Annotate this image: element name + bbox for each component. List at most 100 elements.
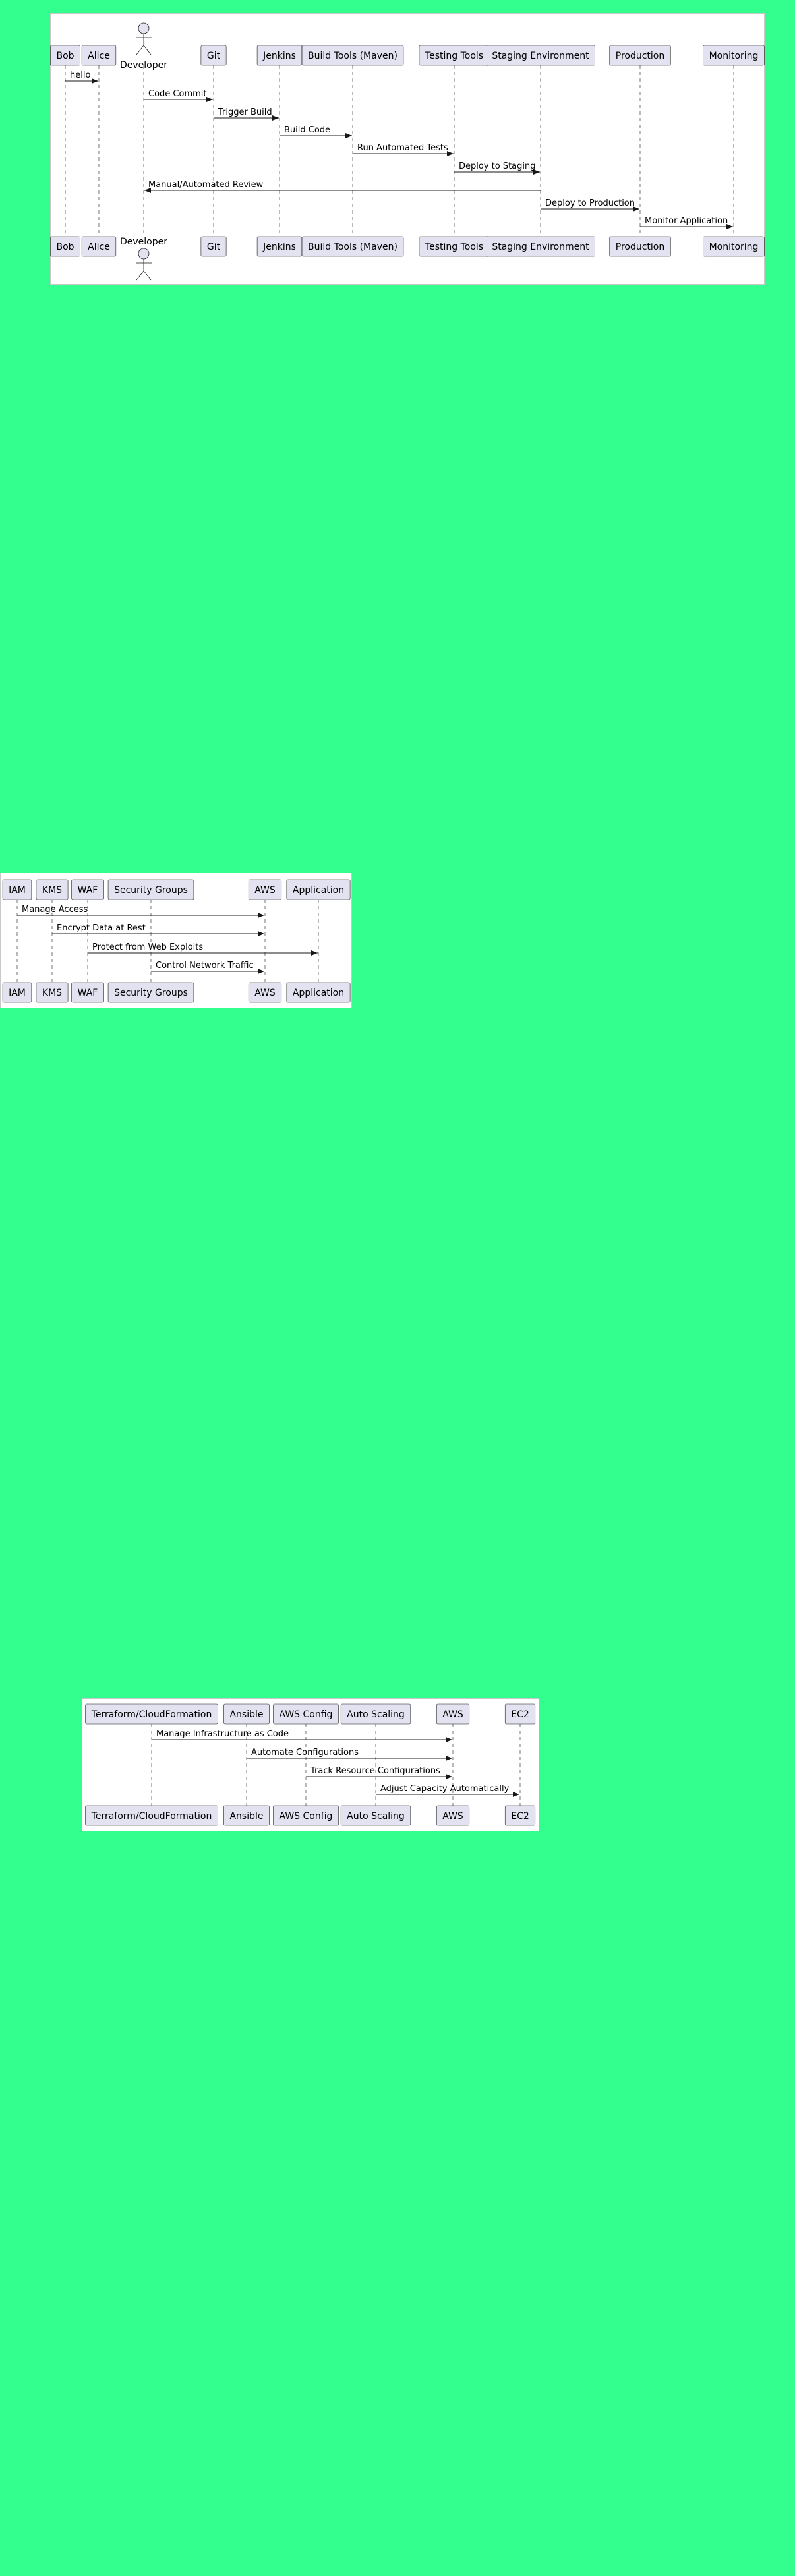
message-label: Manage Access <box>22 905 88 915</box>
participant-label: Build Tools (Maven) <box>308 242 398 252</box>
participant-kms-bottom: KMS <box>36 982 69 1003</box>
participant-label: Ansible <box>229 1709 263 1720</box>
participant-auto-scaling-bottom: Auto Scaling <box>340 1805 411 1826</box>
participant-label: Jenkins <box>262 51 296 61</box>
message-trigger-build: Trigger Build <box>214 107 279 121</box>
participant-label: AWS <box>254 885 276 896</box>
message-adjust-capacity-automatically: Adjust Capacity Automatically <box>376 1784 519 1797</box>
participant-label: IAM <box>9 885 26 896</box>
message-manage-infrastructure-as-code: Manage Infrastructure as Code <box>152 1729 452 1742</box>
participant-monitoring-bottom: Monitoring <box>703 236 765 257</box>
actor-developer-top: Developer <box>120 22 167 71</box>
participant-ansible-bottom: Ansible <box>223 1805 270 1826</box>
participant-application-bottom: Application <box>286 982 351 1003</box>
message-manual-automated-review: Manual/Automated Review <box>144 180 541 193</box>
participant-label: Bob <box>56 242 74 252</box>
participant-terraform-cloudformation-bottom: Terraform/CloudFormation <box>85 1805 218 1826</box>
participant-label: AWS Config <box>280 1811 333 1821</box>
participant-waf-bottom: WAF <box>71 982 104 1003</box>
participant-label: Monitoring <box>709 51 759 61</box>
participant-label: Alice <box>88 242 110 252</box>
message-protect-from-web-exploits: Protect from Web Exploits <box>88 942 318 956</box>
participant-label: EC2 <box>511 1709 529 1720</box>
participant-iam-bottom: IAM <box>2 982 32 1003</box>
participant-label: Build Tools (Maven) <box>308 51 398 61</box>
participant-git-top: Git <box>200 45 227 66</box>
participant-label: KMS <box>42 885 62 896</box>
message-label: Control Network Traffic <box>156 961 254 971</box>
participant-auto-scaling-top: Auto Scaling <box>340 1703 411 1725</box>
message-control-network-traffic: Control Network Traffic <box>151 961 264 974</box>
message-label: Protect from Web Exploits <box>92 942 203 952</box>
participant-label: AWS Config <box>280 1709 333 1720</box>
participant-production-bottom: Production <box>609 236 671 257</box>
participant-staging-environment-bottom: Staging Environment <box>486 236 595 257</box>
participant-terraform-cloudformation-top: Terraform/CloudFormation <box>85 1703 218 1725</box>
message-label: Manual/Automated Review <box>148 180 264 190</box>
message-encrypt-data-at-rest: Encrypt Data at Rest <box>52 923 264 936</box>
message-deploy-to-production: Deploy to Production <box>541 198 639 212</box>
participant-testing-tools-bottom: Testing Tools <box>419 236 490 257</box>
participant-label: Staging Environment <box>492 51 589 61</box>
actor-label: Developer <box>120 237 167 247</box>
participant-label: Production <box>616 242 664 252</box>
message-manage-access: Manage Access <box>17 905 264 918</box>
message-label: hello <box>70 71 90 80</box>
participant-label: WAF <box>78 885 98 896</box>
participant-label: Git <box>207 51 221 61</box>
participant-label: Testing Tools <box>425 242 483 252</box>
participant-label: IAM <box>9 988 26 998</box>
participant-label: Git <box>207 242 221 252</box>
message-track-resource-configurations: Track Resource Configurations <box>306 1766 452 1779</box>
message-code-commit: Code Commit <box>144 89 213 102</box>
message-hello: hello <box>65 71 98 84</box>
diagram-canvas: Terraform/CloudFormationTerraform/CloudF… <box>85 1703 536 1826</box>
participant-label: KMS <box>42 988 62 998</box>
participant-aws-top: AWS <box>248 879 282 900</box>
participant-bob-top: Bob <box>50 45 80 66</box>
message-monitor-application: Monitor Application <box>640 216 733 229</box>
participant-aws-config-bottom: AWS Config <box>273 1805 339 1826</box>
participant-label: Terraform/CloudFormation <box>91 1709 212 1720</box>
message-run-automated-tests: Run Automated Tests <box>353 143 454 156</box>
participant-label: Ansible <box>229 1811 263 1821</box>
message-label: Run Automated Tests <box>357 143 448 153</box>
participant-label: Application <box>293 988 344 998</box>
participant-staging-environment-top: Staging Environment <box>486 45 595 66</box>
participant-label: EC2 <box>511 1811 529 1821</box>
participant-aws-bottom: AWS <box>436 1805 470 1826</box>
participant-alice-top: Alice <box>81 45 117 66</box>
message-label: Deploy to Staging <box>459 161 536 171</box>
participant-ec2-top: EC2 <box>504 1703 536 1725</box>
message-label: Deploy to Production <box>545 198 635 208</box>
participant-label: Monitoring <box>709 242 759 252</box>
participant-label: Jenkins <box>262 242 296 252</box>
participant-label: AWS <box>442 1709 463 1720</box>
message-label: Manage Infrastructure as Code <box>156 1729 289 1739</box>
participant-label: AWS <box>442 1811 463 1821</box>
participant-bob-bottom: Bob <box>50 236 80 257</box>
participant-kms-top: KMS <box>36 879 69 900</box>
participant-jenkins-top: Jenkins <box>256 45 303 66</box>
participant-git-bottom: Git <box>200 236 227 257</box>
actor-developer-bottom: Developer <box>120 237 167 281</box>
participant-aws-config-top: AWS Config <box>273 1703 339 1725</box>
message-label: Monitor Application <box>645 216 728 226</box>
message-automate-configurations: Automate Configurations <box>247 1748 452 1761</box>
participant-label: Bob <box>56 51 74 61</box>
actor-label: Developer <box>120 60 167 71</box>
participant-label: Auto Scaling <box>347 1709 405 1720</box>
participant-label: AWS <box>254 988 276 998</box>
message-deploy-to-staging: Deploy to Staging <box>454 161 540 175</box>
participant-label: Security Groups <box>114 885 188 896</box>
participant-aws-bottom: AWS <box>248 982 282 1003</box>
message-build-code: Build Code <box>280 125 352 138</box>
participant-label: Security Groups <box>114 988 188 998</box>
participant-ansible-top: Ansible <box>223 1703 270 1725</box>
participant-security-groups-top: Security Groups <box>107 879 194 900</box>
participant-label: Testing Tools <box>425 51 483 61</box>
participant-label: Auto Scaling <box>347 1811 405 1821</box>
